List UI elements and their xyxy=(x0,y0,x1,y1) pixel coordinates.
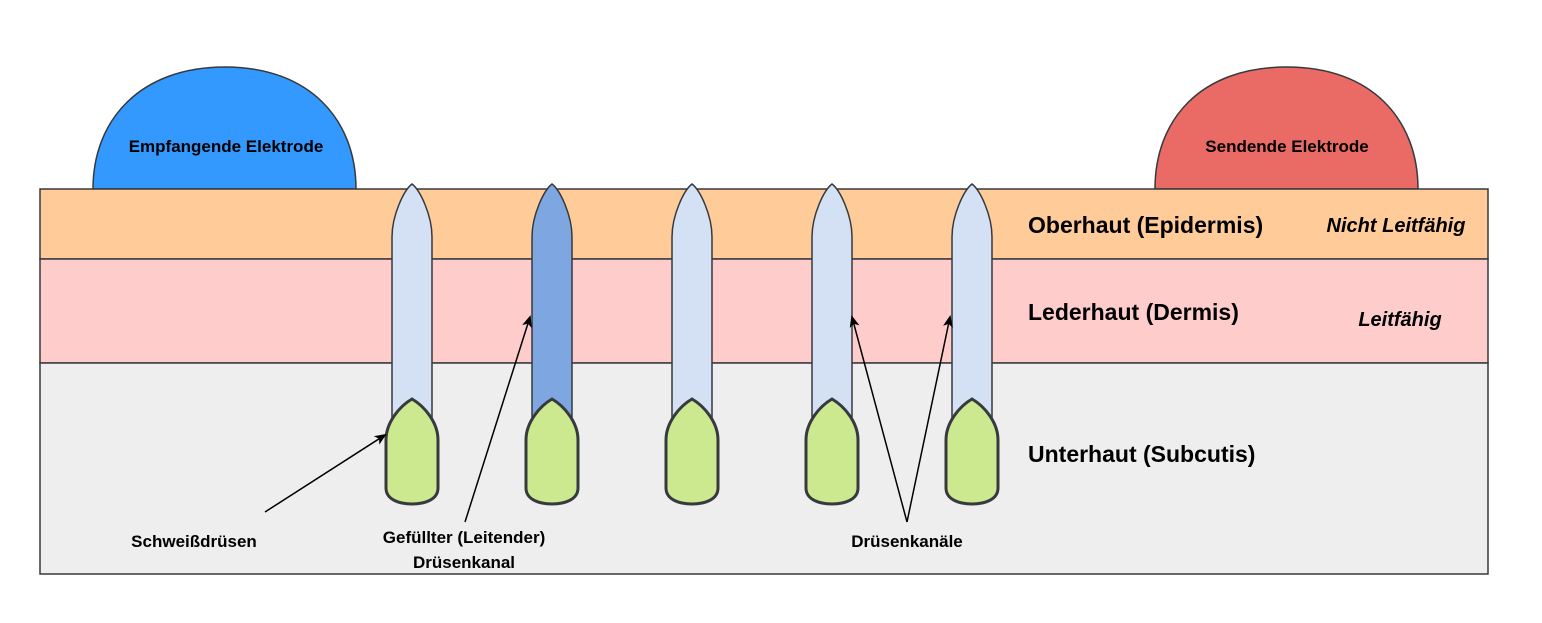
gland-duct xyxy=(391,183,433,421)
sweat-gland xyxy=(804,397,860,506)
arrow-filled-duct xyxy=(464,315,532,523)
filled-gland-duct xyxy=(531,183,573,421)
ducts-label: Drüsenkanäle xyxy=(851,532,963,551)
epidermis-conductivity-label: Nicht Leitfähig xyxy=(1327,215,1466,237)
arrow-duct-4 xyxy=(849,315,908,523)
epidermis-layer xyxy=(39,188,1489,260)
receiving-electrode xyxy=(92,66,357,190)
arrow-duct-5 xyxy=(906,315,953,523)
sweat-gland xyxy=(384,397,440,506)
sweat-gland xyxy=(524,397,580,506)
subcutis-label: Unterhaut (Subcutis) xyxy=(1028,441,1255,467)
epidermis-label: Oberhaut (Epidermis) xyxy=(1028,212,1263,238)
sweat-gland xyxy=(664,397,720,506)
receiving-electrode-label: Empfangende Elektrode xyxy=(129,137,324,156)
sweat-glands-label: Schweißdrüsen xyxy=(131,532,257,551)
gland-duct xyxy=(671,183,713,421)
sending-electrode-label: Sendende Elektrode xyxy=(1205,137,1368,156)
dermis-conductivity-label: Leitfähig xyxy=(1358,309,1441,331)
sweat-gland xyxy=(944,397,1000,506)
subcutis-layer xyxy=(39,362,1489,575)
dermis-label: Lederhaut (Dermis) xyxy=(1028,299,1239,325)
filled-duct-label-line1: Gefüllter (Leitender) xyxy=(383,528,545,547)
sending-electrode xyxy=(1154,66,1419,190)
gland-duct xyxy=(811,183,853,421)
arrow-sweat-glands xyxy=(264,433,387,513)
sweat-gland-group xyxy=(384,183,1000,506)
gland-duct xyxy=(951,183,993,421)
filled-duct-label-line2: Drüsenkanal xyxy=(413,553,515,572)
dermis-layer xyxy=(39,258,1489,364)
